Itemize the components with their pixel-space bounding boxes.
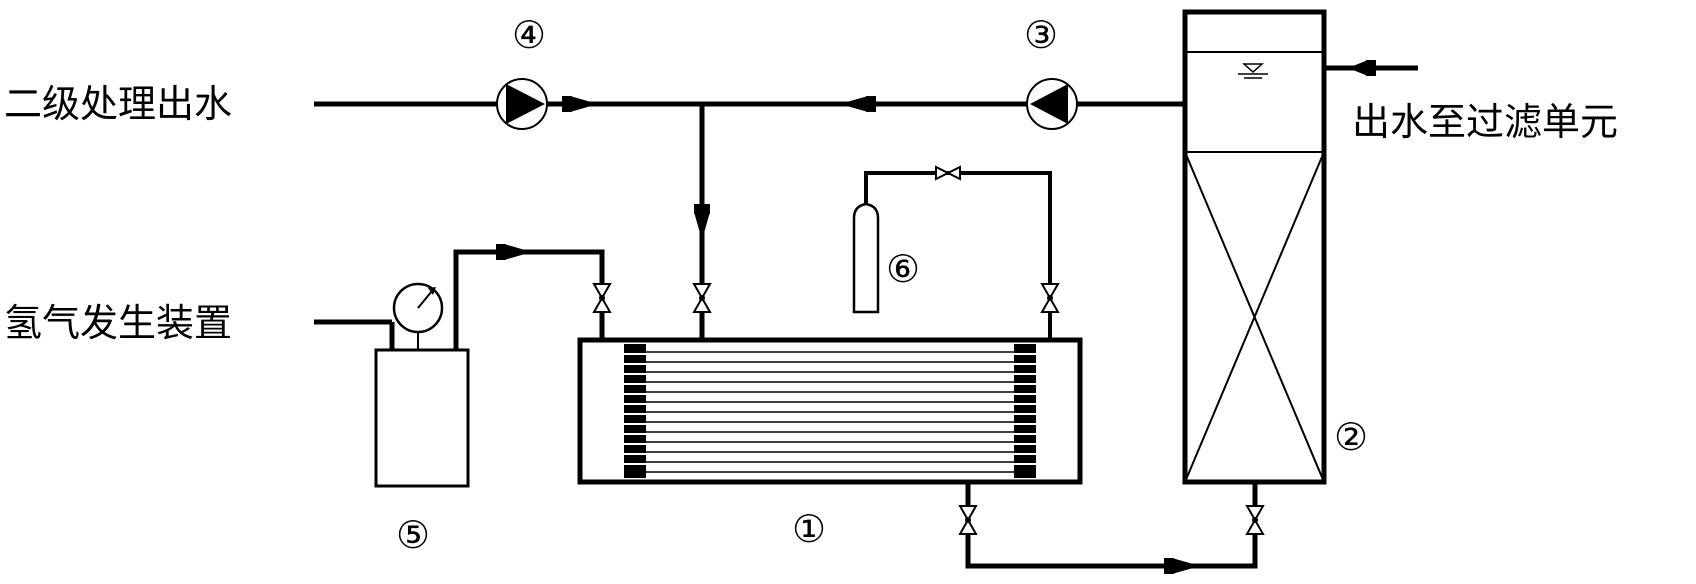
valve-hydrogen bbox=[593, 283, 611, 313]
valve-recycle bbox=[693, 283, 711, 313]
pump-3 bbox=[1026, 78, 1078, 130]
marker-5: ⑤ bbox=[396, 513, 430, 557]
flow-arrow-4 bbox=[496, 244, 532, 260]
hydrogen-to-reactor-pipe bbox=[453, 249, 605, 350]
flow-arrow-1 bbox=[562, 96, 598, 112]
marker-1: ① bbox=[792, 507, 826, 551]
marker-6: ⑥ bbox=[886, 247, 920, 291]
water-level-icon bbox=[1238, 63, 1268, 79]
valve-reactor-bottom bbox=[959, 505, 977, 535]
gas-cylinder-icon bbox=[852, 202, 880, 314]
valve-column-bottom bbox=[1246, 505, 1264, 535]
pressure-gauge-icon bbox=[392, 282, 444, 334]
pump-4 bbox=[496, 78, 548, 130]
flow-arrow-5 bbox=[1164, 558, 1200, 574]
flow-arrow-3 bbox=[694, 204, 710, 240]
membrane-reactor bbox=[577, 337, 1083, 485]
hydrogen-generator-box bbox=[374, 348, 470, 488]
label-secondary-effluent: 二级处理出水 bbox=[4, 82, 232, 126]
marker-2: ② bbox=[1334, 415, 1368, 459]
label-hydrogen-generator: 氢气发生装置 bbox=[4, 301, 232, 345]
valve-horizontal bbox=[935, 165, 961, 181]
valve-cylinder bbox=[1041, 283, 1059, 313]
flow-arrow-2 bbox=[840, 96, 876, 112]
marker-4: ④ bbox=[512, 13, 546, 57]
marker-3: ③ bbox=[1024, 13, 1058, 57]
label-effluent-to-filter: 出水至过滤单元 bbox=[1352, 100, 1618, 144]
filter-column bbox=[1182, 9, 1327, 485]
flow-arrow-6 bbox=[1348, 60, 1376, 76]
bottom-transfer-pipe bbox=[965, 482, 1258, 569]
